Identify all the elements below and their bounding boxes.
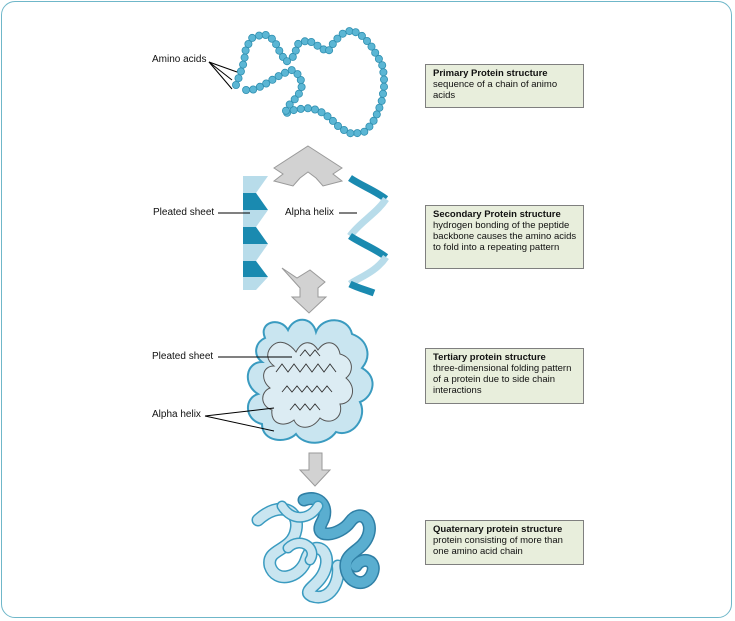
amino-acid-bead [296,104,305,113]
amino-acid-bead [333,34,342,43]
amino-acid-bead [275,46,284,55]
amino-acid-bead [357,31,366,40]
amino-acid-bead [367,42,376,51]
quaternary-structure-box: Quaternary protein structure protein con… [425,520,584,565]
quaternary-structure-title: Quaternary protein structure [433,524,563,535]
primary-structure-title: Primary Protein structure [433,68,548,79]
tertiary-structure [247,318,374,444]
amino-acid-bead [290,95,299,104]
amino-acid-bead [371,48,380,57]
tertiary-pointer-lines [204,356,292,432]
amino-acid-bead [328,40,337,49]
amino-acid-bead [236,67,245,76]
amino-acid-bead [294,89,303,98]
amino-acid-bead [338,29,347,38]
amino-acid-bead [282,57,291,66]
amino-acid-bead [379,75,388,84]
amino-acid-bead [231,81,240,90]
alpha-helix-secondary [347,175,389,297]
amino-acid-bead [375,103,384,112]
tertiary-structure-box: Tertiary protein structure three-dimensi… [425,348,584,404]
amino-acid-bead [244,40,253,49]
amino-acid-bead [378,61,387,70]
amino-acid-bead [323,112,332,121]
amino-acids-pointer-lines [208,61,238,90]
amino-acid-bead [262,79,271,88]
amino-acid-bead [287,66,296,75]
amino-acid-bead [289,106,298,115]
amino-acid-bead [307,38,316,47]
tertiary-structure-title: Tertiary protein structure [433,352,546,363]
amino-acid-bead [241,46,250,55]
amino-acid-chain [231,27,388,138]
amino-acid-bead [272,40,281,49]
split-arrow [272,145,344,187]
amino-acid-bead [369,116,378,125]
amino-acid-bead [310,105,319,114]
amino-acid-bead [294,39,303,48]
amino-acid-bead [268,75,277,84]
amino-acid-bead [255,82,264,91]
alpha-helix-secondary-label: Alpha helix [285,207,334,218]
amino-acid-bead [317,108,326,117]
amino-acid-bead [365,122,374,131]
secondary-structure-box: Secondary Protein structure hydrogen bon… [425,205,584,269]
amino-acid-bead [249,85,258,94]
amino-acid-bead [303,104,312,113]
amino-acid-bead [267,34,276,43]
amino-acid-bead [313,41,322,50]
amino-acid-bead [288,52,297,61]
down-arrow [298,452,332,487]
amino-acid-bead [296,76,305,85]
amino-acid-bead [379,68,388,77]
merge-arrow [281,267,328,314]
primary-structure-box: Primary Protein structure sequence of a … [425,64,584,108]
amino-acid-bead [274,72,283,81]
amino-acid-bead [255,31,264,40]
amino-acid-bead [339,126,348,135]
pleated-sheet-secondary-label: Pleated sheet [153,207,215,218]
tertiary-structure-desc: three-dimensional folding pattern of a p… [433,363,572,396]
amino-acid-bead [353,129,362,138]
amino-acid-bead [346,129,355,138]
primary-structure-desc: sequence of a chain of animo acids [433,79,558,101]
pleated-sheet-tertiary-label: Pleated sheet [152,351,214,362]
amino-acid-bead [293,70,302,79]
amino-acid-bead [281,106,290,115]
amino-acid-bead [328,116,337,125]
amino-acid-bead [325,46,334,55]
amino-acid-bead [372,110,381,119]
amino-acid-bead [234,74,243,83]
pleated-sheet-secondary [243,176,268,290]
amino-acid-bead [261,30,270,39]
amino-acid-bead [297,83,306,92]
amino-acid-bead [362,37,371,46]
amino-acid-bead [248,33,257,42]
amino-acid-bead [242,86,251,95]
amino-acid-bead [378,89,387,98]
secondary-structure-title: Secondary Protein structure [433,209,561,220]
alpha-helix-tertiary-label: Alpha helix [152,409,201,420]
amino-acid-bead [351,28,360,37]
amino-acid-bead [377,96,386,105]
amino-acid-bead [379,82,388,91]
amino-acid-bead [374,54,383,63]
amino-acid-bead [333,122,342,131]
secondary-structure-desc: hydrogen bonding of the peptide backbone… [433,220,577,253]
amino-acid-bead [239,60,248,69]
amino-acid-bead [291,46,300,55]
amino-acid-bead [240,53,249,62]
amino-acid-bead [285,100,294,109]
quaternary-structure-desc: protein consisting of more than one amin… [433,535,563,557]
quaternary-structure [251,492,380,604]
amino-acid-bead [280,68,289,77]
amino-acids-label: Amino acids [152,54,207,65]
amino-acid-bead [360,127,369,136]
